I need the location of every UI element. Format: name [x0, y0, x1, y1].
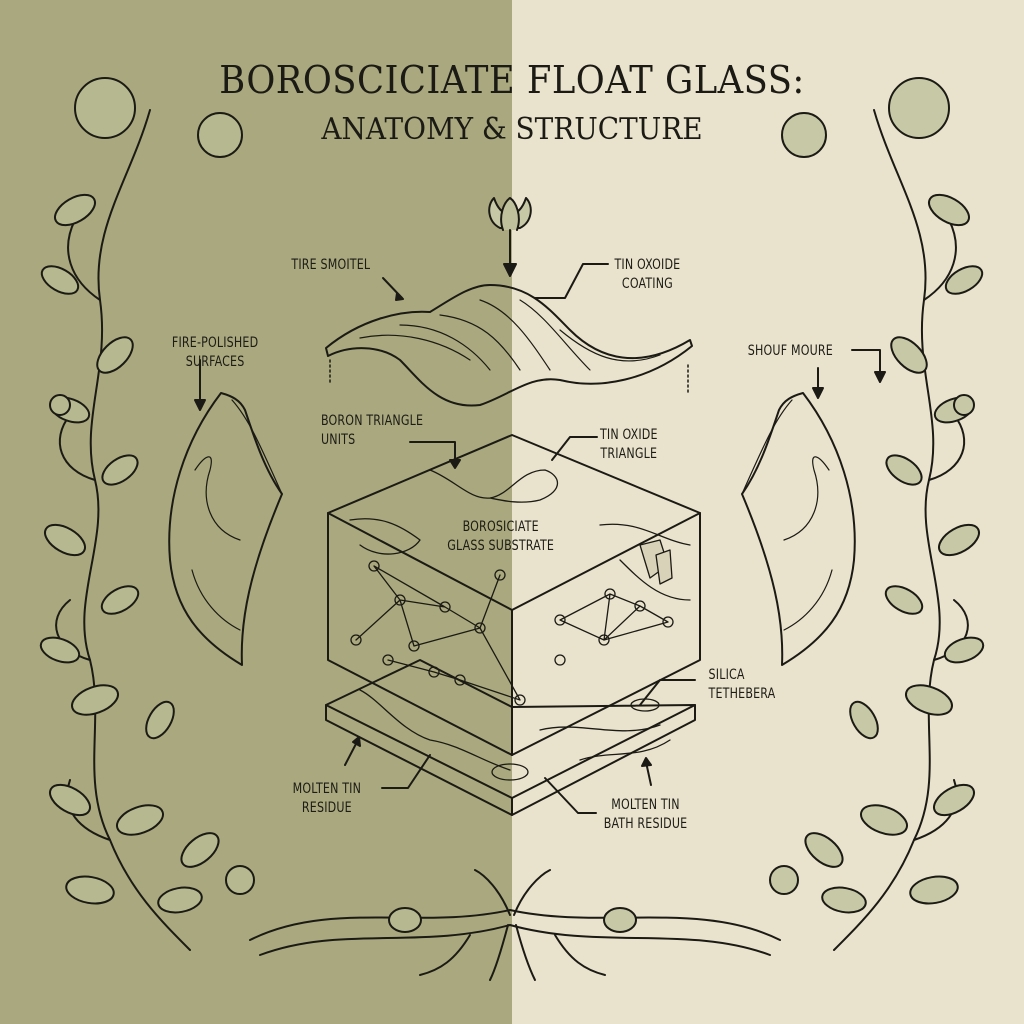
leader-molten-tin-right — [544, 777, 597, 814]
title-line-1: BOROSCICIATE FLOAT GLASS: — [219, 58, 805, 102]
label-line: TIN OXIDE — [599, 427, 658, 443]
label-tire-smoitel: TIRE SMOITEL — [291, 256, 370, 275]
left-vine-border-icon — [39, 77, 255, 951]
label-shouf-moure: SHOUF MOURE — [748, 342, 833, 361]
label-molten-tin-bath-residue: MOLTEN TIN BATH RESIDUE — [604, 796, 688, 834]
label-line: SILICA — [708, 667, 745, 683]
label-line: MOLTEN TIN — [292, 781, 362, 797]
left-glass-shard — [168, 359, 283, 666]
glass-substrate-block — [327, 434, 701, 756]
label-line: FIRE-POLISHED — [171, 335, 259, 351]
label-tin-oxide-triangle: TIN OXIDE TRIANGLE — [600, 426, 658, 464]
label-fire-polished-surfaces: FIRE-POLISHED SURFACES — [172, 334, 258, 372]
label-line: COATING — [621, 276, 673, 292]
root-ornament-icon — [249, 869, 781, 981]
label-line: BOROSICIATE — [462, 519, 539, 535]
label-line: RESIDUE — [301, 800, 352, 816]
wavy-glass-ribbon — [325, 284, 693, 407]
label-silica-tethebera: SILICA TETHEBERA — [709, 666, 776, 704]
right-cream-panel — [512, 0, 1024, 1024]
label-line: TRIANGLE — [600, 446, 658, 462]
label-line: SHOUF MOURE — [747, 343, 833, 359]
leader-tin-oxide-triangle — [551, 436, 598, 461]
leader-boron-triangle — [409, 441, 456, 466]
label-glass-substrate: BOROSICIATE GLASS SUBSTRATE — [447, 518, 554, 556]
title-line-2: ANATOMY & STRUCTURE — [321, 112, 703, 147]
label-tin-oxoide-coating: TIN OXOIDE COATING — [614, 256, 680, 294]
label-line: TIRE SMOITEL — [291, 257, 371, 273]
leader-molten-tin-left — [381, 754, 431, 789]
label-boron-triangle-units: BORON TRIANGLE UNITS — [321, 412, 423, 450]
right-vine-border-icon — [769, 77, 985, 951]
label-line: BATH RESIDUE — [603, 816, 688, 832]
label-line: TIN OXOIDE — [614, 257, 681, 273]
label-line: SURFACES — [185, 354, 245, 370]
leader-silica — [639, 679, 696, 706]
label-line: GLASS SUBSTRATE — [447, 538, 555, 554]
right-glass-shard — [741, 349, 886, 666]
label-line: MOLTEN TIN — [611, 797, 680, 813]
leader-tin-oxoide — [534, 263, 609, 299]
label-line: BORON TRIANGLE — [320, 413, 424, 429]
molten-tin-slab — [325, 659, 696, 816]
left-olive-panel — [0, 0, 512, 1024]
label-line: TETHEBERA — [708, 686, 776, 702]
label-line: UNITS — [320, 432, 356, 448]
lotus-flower-icon — [488, 197, 532, 277]
label-molten-tin-residue: MOLTEN TIN RESIDUE — [293, 780, 361, 818]
